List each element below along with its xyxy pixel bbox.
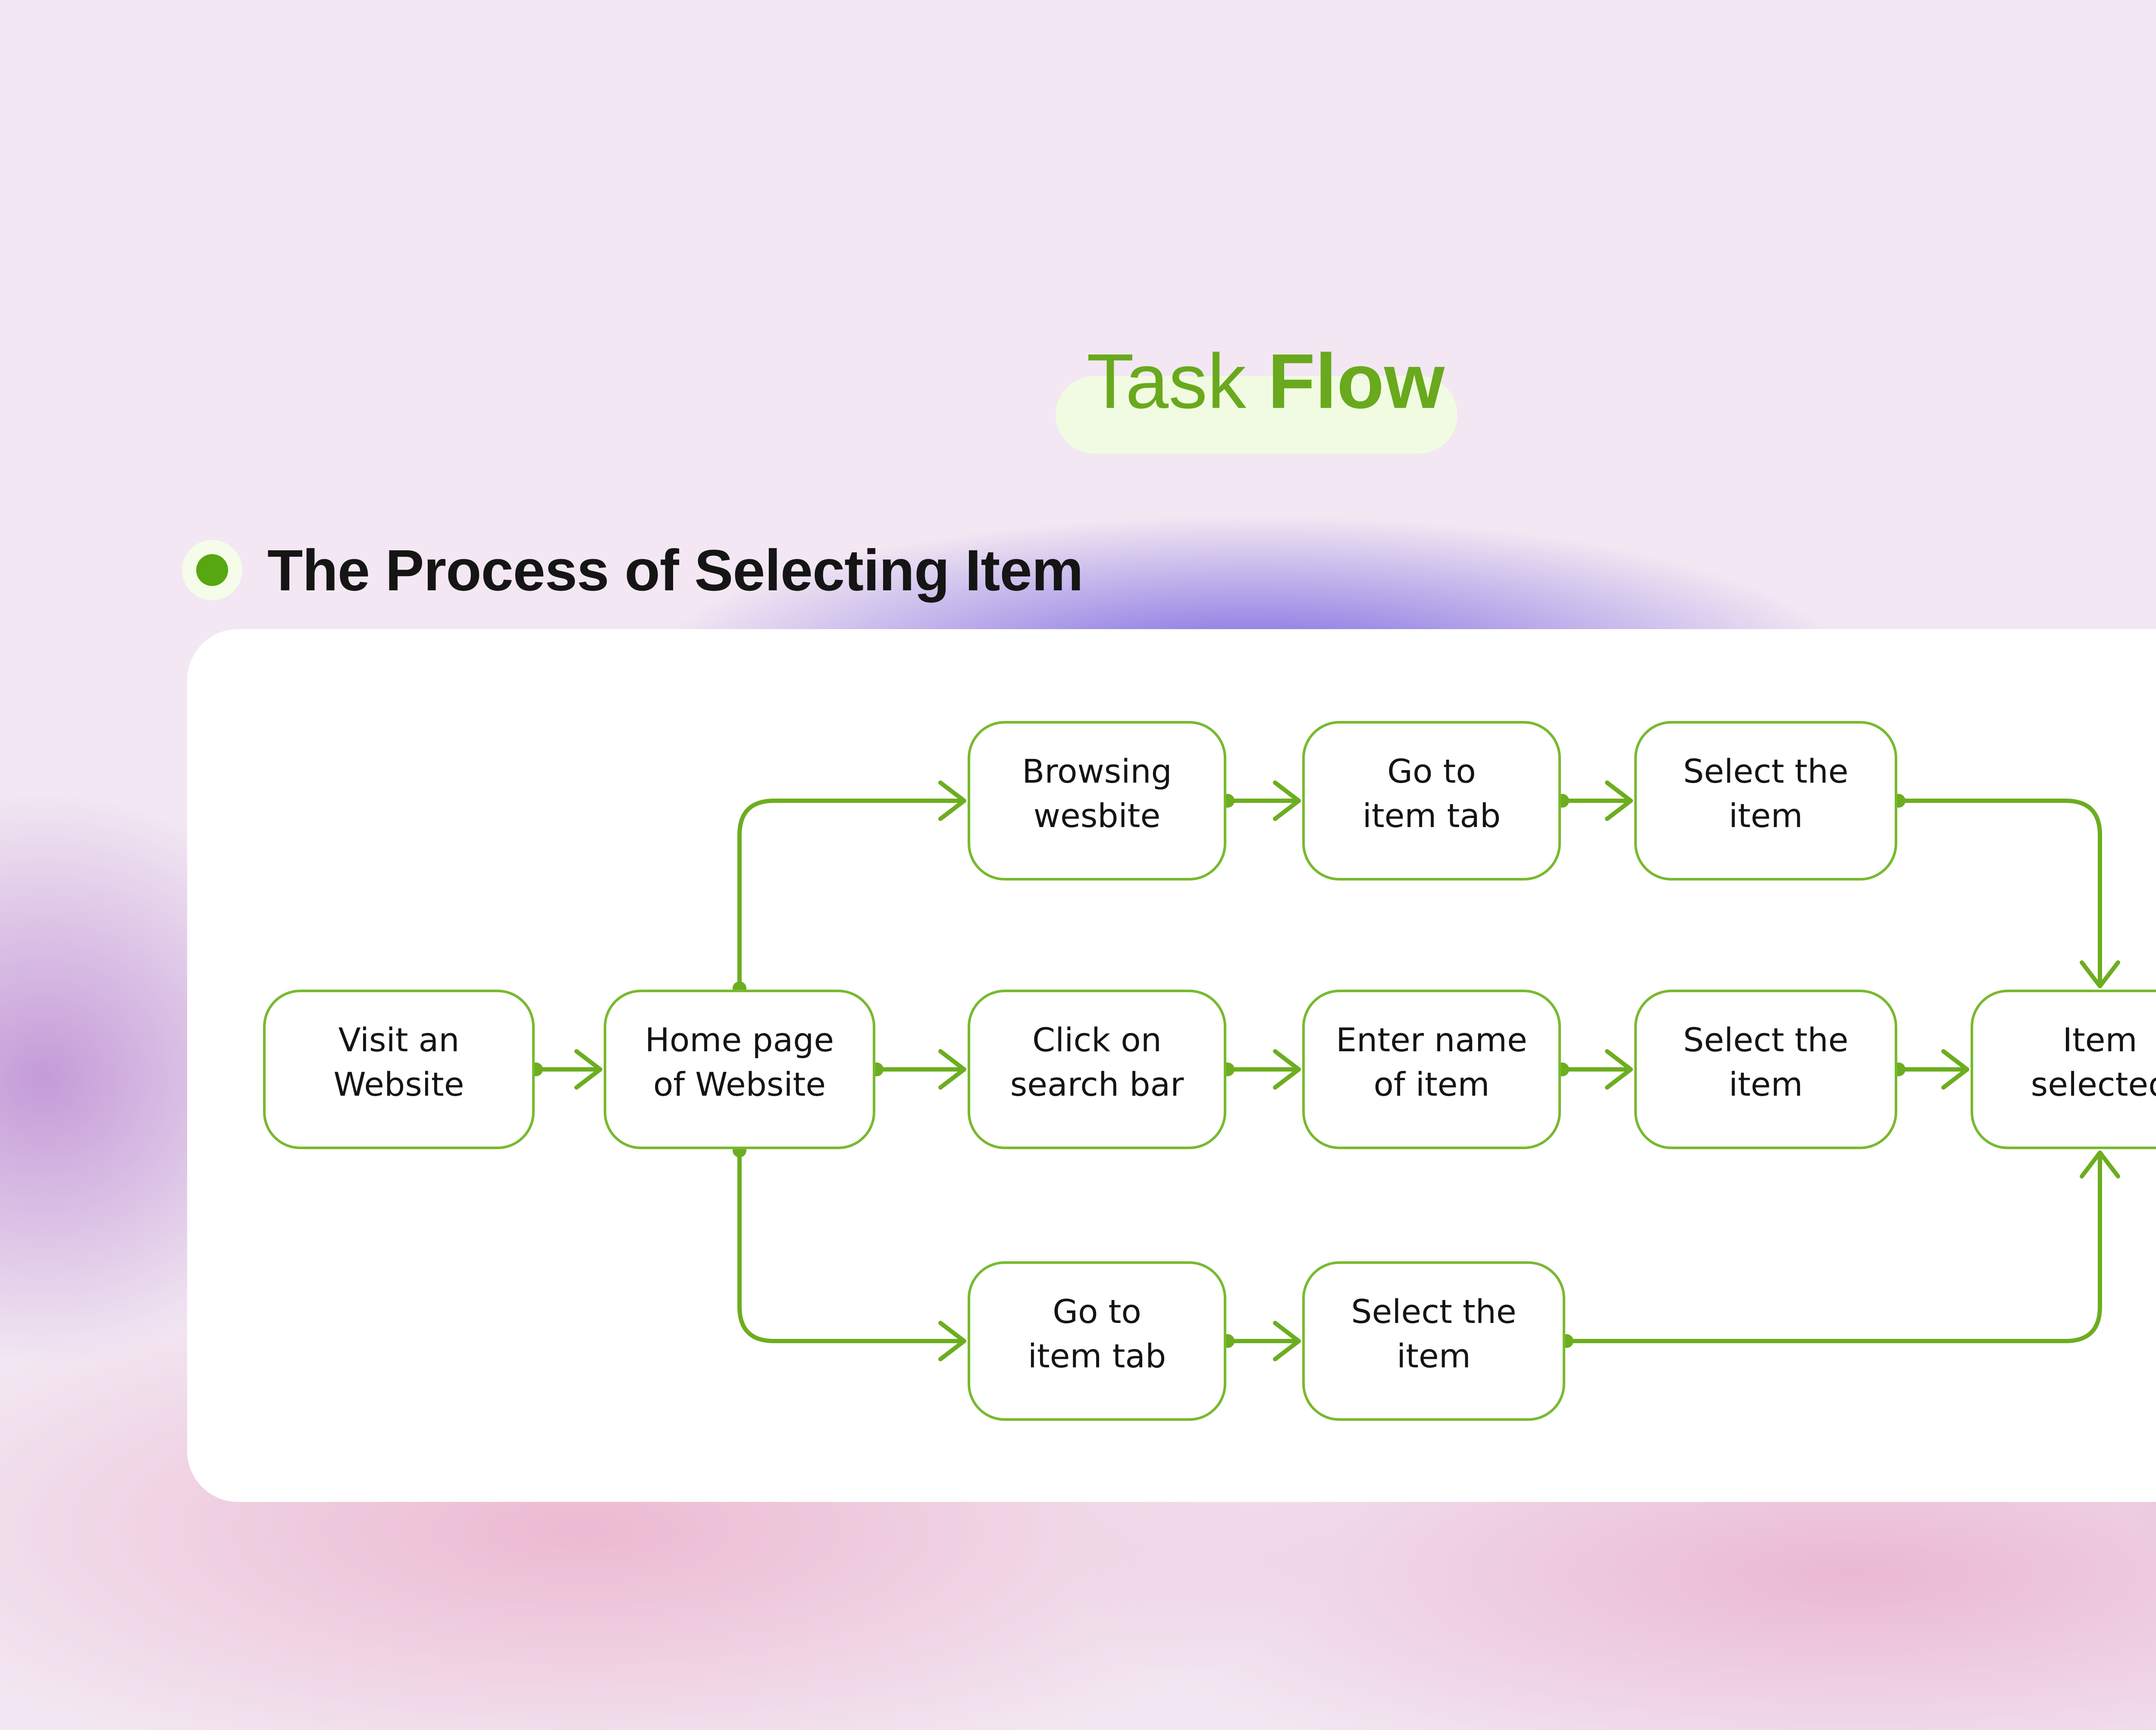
arrowhead-icon <box>1273 1321 1301 1361</box>
flow-node-enter-name-of-item: Enter name of item <box>1302 990 1561 1149</box>
flow-node-label-line: of item <box>1373 1065 1490 1103</box>
section-heading: The Process of Selecting Item <box>267 537 1084 603</box>
flow-node-label-line: item tab <box>1028 1337 1166 1375</box>
flow-node-label-line: selected <box>2031 1065 2156 1103</box>
flow-node-go-to-item-tab-top: Go to item tab <box>1302 721 1561 881</box>
arrowhead-icon <box>1273 780 1301 821</box>
arrowhead-icon <box>938 780 966 821</box>
flow-node-go-to-item-tab-bottom: Go to item tab <box>968 1261 1226 1421</box>
flow-node-label-line: Select the <box>1683 1020 1849 1059</box>
connector-select-the-item-bottom-to-item-selected <box>1564 1150 2102 1343</box>
flow-node-select-the-item-top: Select the item <box>1634 721 1897 881</box>
connector-home-page-of-website-to-go-to-item-tab-bottom <box>737 1148 966 1343</box>
title-highlight-pill <box>1056 376 1457 454</box>
arrowhead-icon <box>1941 1049 1969 1090</box>
flow-node-label-line: item <box>1729 796 1803 835</box>
flow-node-label-line: item tab <box>1362 796 1501 835</box>
page-title-regular: Task <box>1087 338 1268 425</box>
arrowhead-icon <box>2080 960 2120 988</box>
flow-node-select-the-item-mid: Select the item <box>1634 990 1897 1149</box>
flow-node-label-line: of Website <box>653 1065 826 1103</box>
flow-node-visit-an-website: Visit an Website <box>263 990 535 1149</box>
flow-node-home-page-of-website: Home page of Website <box>604 990 875 1149</box>
arrowhead-icon <box>2080 1150 2120 1178</box>
flow-node-label-line: Visit an <box>338 1020 460 1059</box>
flow-node-click-on-search-bar: Click on search bar <box>968 990 1226 1149</box>
page-title-bold: Flow <box>1268 338 1445 425</box>
flow-node-label-line: Browsing <box>1022 752 1172 790</box>
arrowhead-icon <box>574 1049 602 1090</box>
flow-node-label-line: Enter name <box>1336 1020 1527 1059</box>
flow-node-label-line: search bar <box>1010 1065 1184 1103</box>
flow-node-label-line: Website <box>333 1065 464 1103</box>
flow-node-label-line: Item <box>2062 1020 2137 1059</box>
arrowhead-icon <box>1605 1049 1633 1090</box>
flow-node-label-line: Select the <box>1683 752 1849 790</box>
flow-node-label-line: Click on <box>1032 1020 1162 1059</box>
arrowhead-icon <box>938 1321 966 1361</box>
page-title: Task Flow <box>1087 343 1445 423</box>
flow-node-label-line: item <box>1397 1337 1471 1375</box>
flow-node-label-line: item <box>1729 1065 1803 1103</box>
arrowhead-icon <box>938 1049 966 1090</box>
flow-node-select-the-item-bottom: Select the item <box>1302 1261 1565 1421</box>
connector-home-page-of-website-to-browsing-website <box>737 799 966 990</box>
connector-select-the-item-top-to-item-selected <box>1896 799 2102 988</box>
arrowhead-icon <box>1605 780 1633 821</box>
flow-node-item-selected: Item selected <box>1971 990 2156 1149</box>
section-bullet-halo <box>182 540 242 600</box>
flow-node-label-line: Select the <box>1351 1292 1517 1331</box>
flow-node-label-line: wesbite <box>1033 796 1161 835</box>
flow-node-label-line: Go to <box>1053 1292 1141 1331</box>
section-bullet-icon <box>196 554 228 586</box>
flow-node-browsing-website: Browsing wesbite <box>968 721 1226 881</box>
arrowhead-icon <box>1273 1049 1301 1090</box>
flow-node-label-line: Home page <box>645 1020 834 1059</box>
flow-node-label-line: Go to <box>1387 752 1476 790</box>
